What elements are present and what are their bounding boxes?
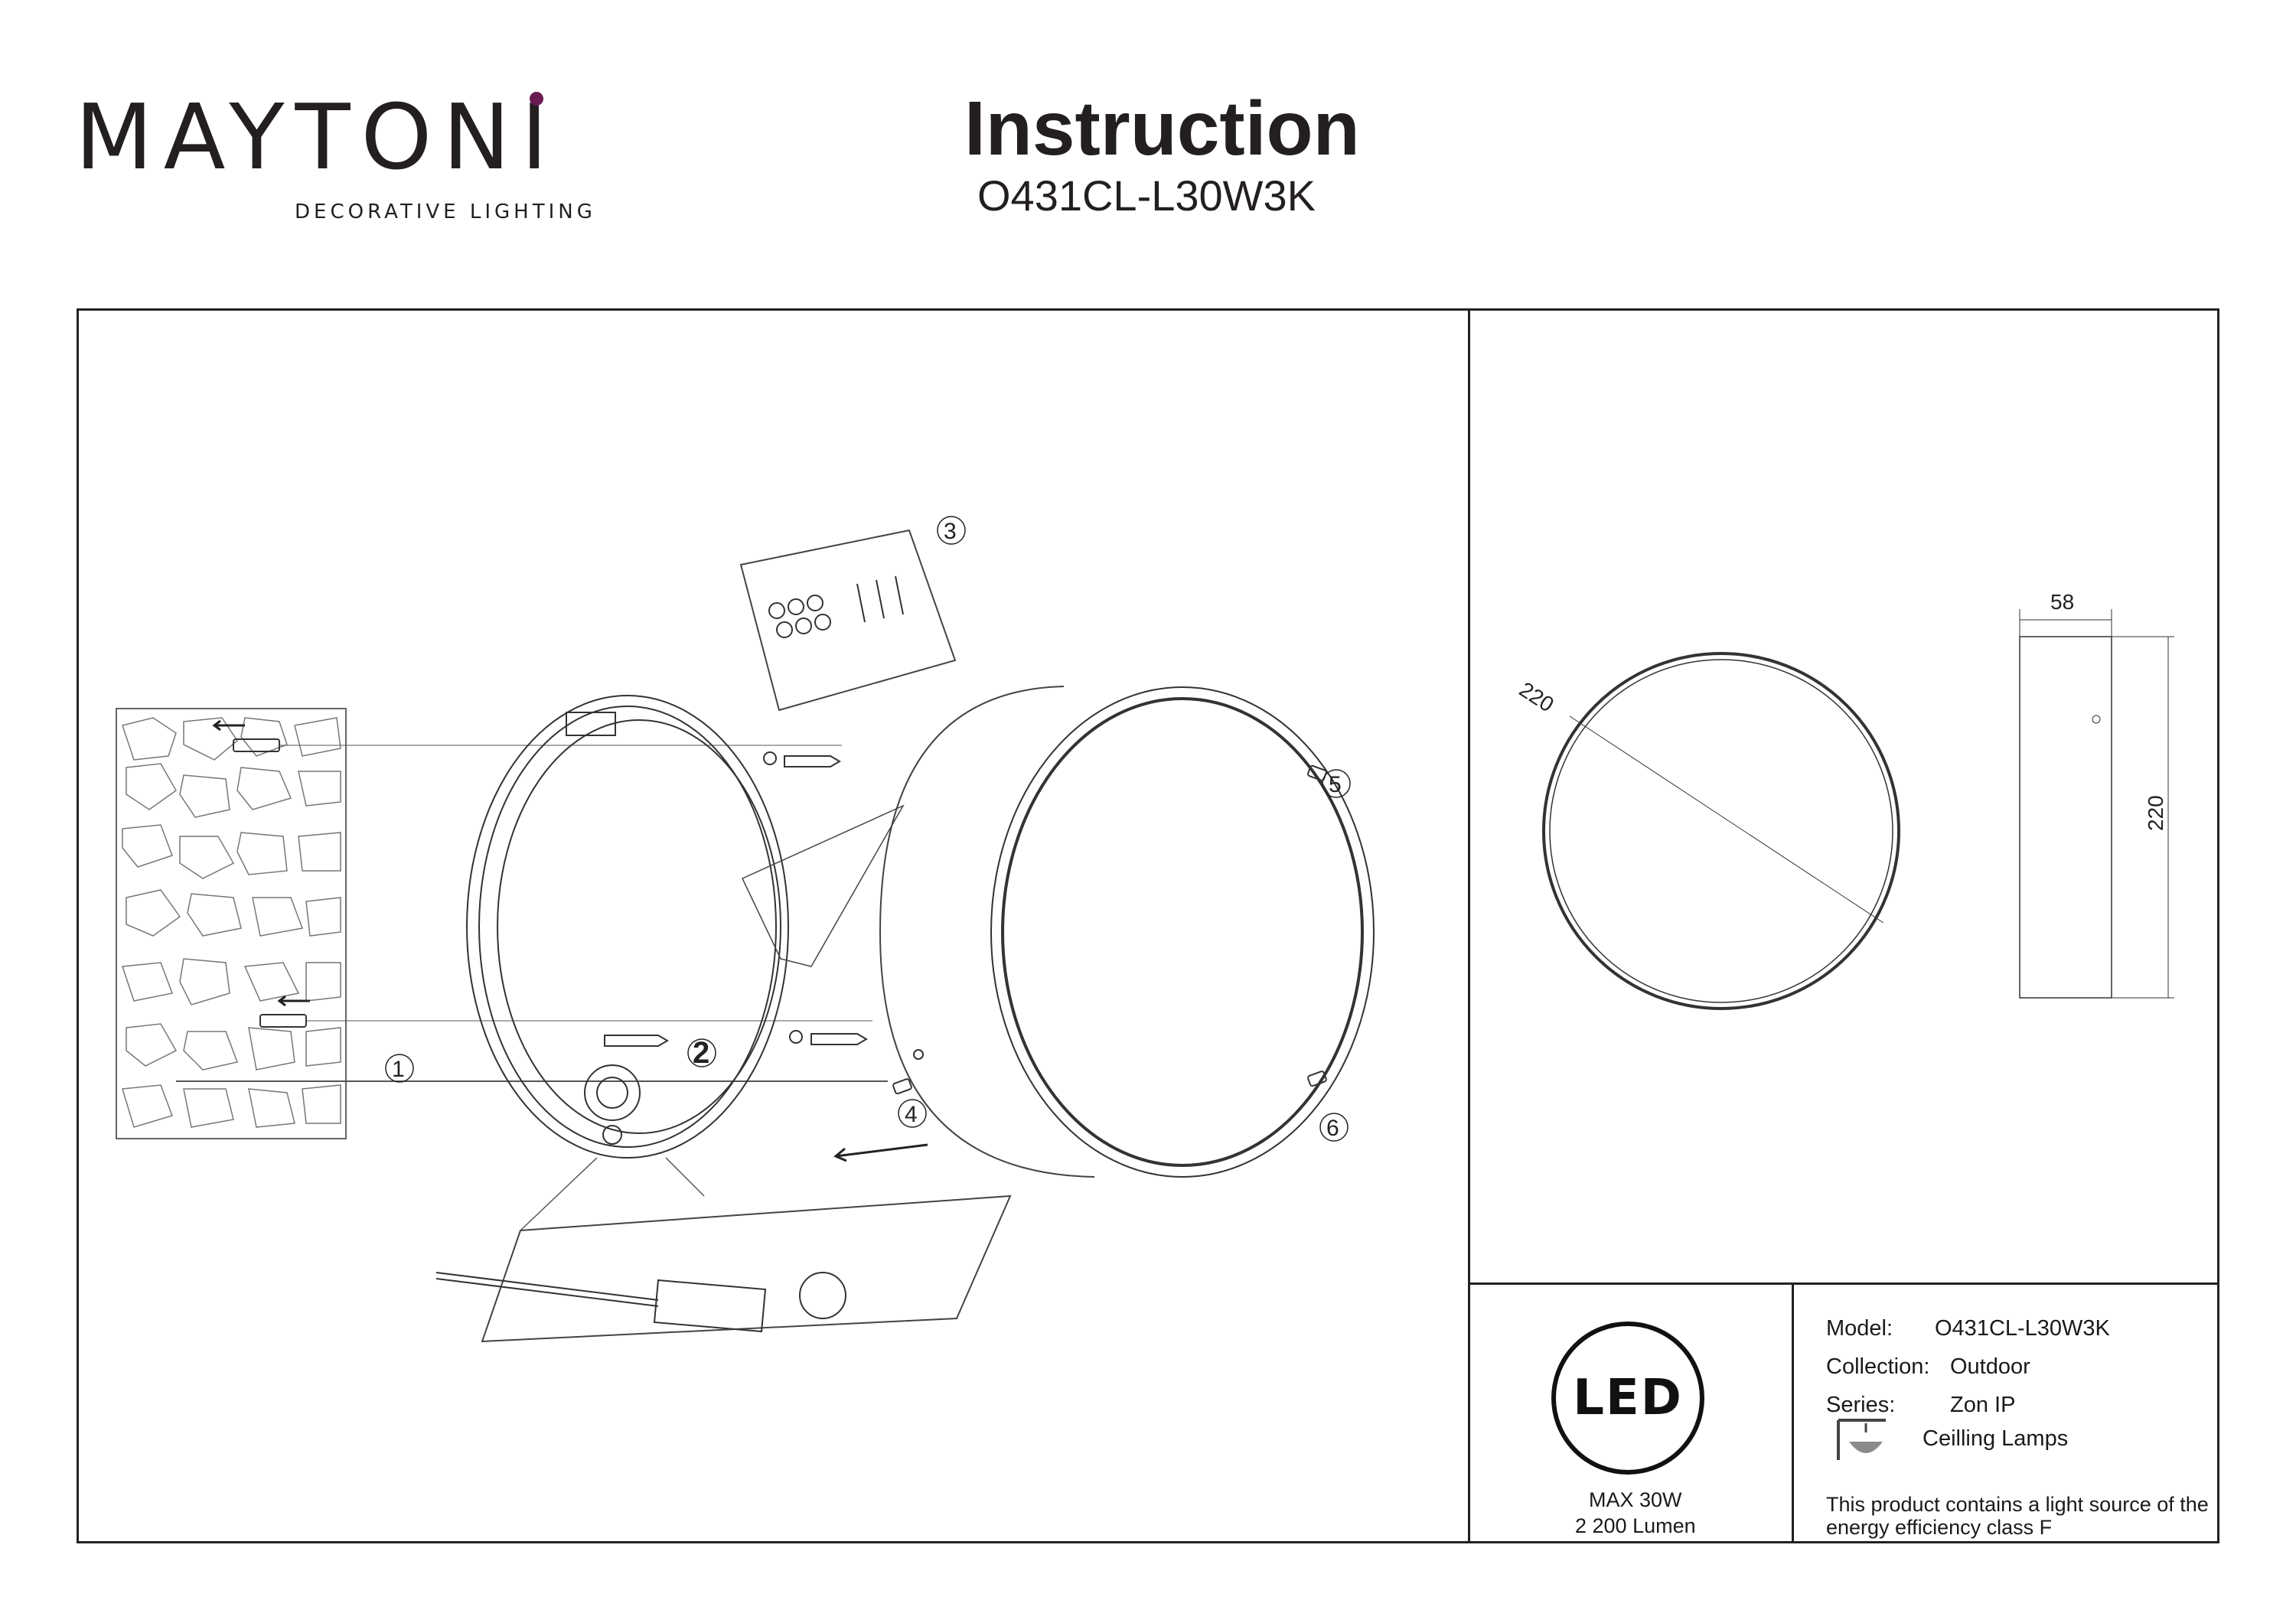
wall-plug-top [233,738,842,752]
step-6-marker [1319,1113,1349,1142]
step-1-label: 1 [392,1057,405,1082]
type-value: Ceilling Lamps [1923,1426,2069,1451]
series-value: Zon IP [1950,1393,2016,1417]
step-2-label: 2 [693,1036,709,1070]
model-value: O431CL-L30W3K [1935,1316,2110,1341]
step-2-marker [687,1038,716,1067]
step-4-label: 4 [905,1102,918,1127]
dimension-drawing: 220 58 220 [1515,590,2174,1010]
divider-vertical [1468,308,1470,1543]
ceiling-lamp-icon [1837,1419,1886,1460]
brand-name: MAYTONI [75,84,559,190]
screw-bottom [789,1030,868,1045]
collection-label: Collection: [1826,1354,1930,1379]
lamp-body [879,686,1375,1178]
step-3-marker [937,516,966,545]
screw-mid [604,1035,669,1047]
brand-tagline: DECORATIVE LIGHTING [295,200,596,223]
set-screw-6 [1307,1071,1327,1087]
page-title: Instruction [964,86,1360,171]
power-rating: MAX 30W [1589,1488,1682,1511]
model-label: Model: [1826,1316,1893,1341]
set-screw-4 [892,1078,912,1095]
diameter-line [1569,715,1884,924]
step-1-marker [385,1054,414,1083]
assembly-diagram: 1 2 3 4 5 6 [116,516,1375,1343]
side-view [2019,636,2112,999]
wall-plug-bottom [259,1014,872,1028]
step-3-label: 3 [944,519,957,544]
energy-line-2: energy efficiency class F [1826,1516,2053,1539]
front-view-inner [1549,659,1893,1003]
stone-wall [116,708,347,1139]
height-label: 220 [2144,795,2167,831]
front-view-outer [1542,652,1900,1010]
brand-logo: MAYTONI DECORATIVE LIGHTING [75,84,592,230]
collection-value: Outdoor [1950,1354,2030,1379]
depth-label: 58 [2050,590,2074,614]
led-badge-text: LED [1573,1370,1683,1426]
step-4-marker [898,1099,927,1128]
step-5-label: 5 [1329,772,1342,797]
led-badge: LED [1551,1322,1704,1475]
screwdriver-detail [435,1157,1012,1343]
wiring-detail [739,529,957,967]
instruction-frame [77,308,2219,1543]
mounting-base [466,695,789,1159]
series-label: Series: [1826,1393,1896,1417]
model-code: O431CL-L30W3K [977,171,1316,220]
step-5-marker [1322,769,1351,798]
divider-info [1792,1282,1794,1543]
energy-line-1: This product contains a light source of … [1826,1493,2209,1516]
divider-horizontal [1468,1282,2219,1285]
brand-accent-dot [530,92,543,106]
lumen-rating: 2 200 Lumen [1575,1514,1696,1537]
screw-top [763,751,841,768]
step-6-label: 6 [1326,1116,1339,1141]
diameter-label: 220 [1515,677,1558,716]
